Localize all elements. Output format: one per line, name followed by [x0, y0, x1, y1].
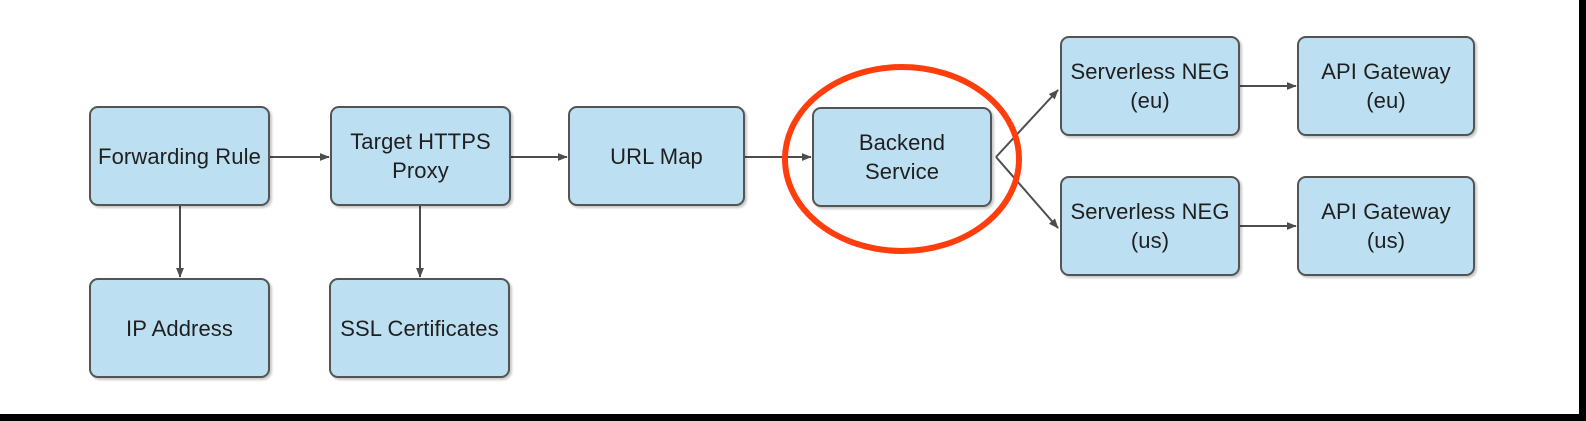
- node-ssl-certificates-label: SSL Certificates: [340, 315, 499, 341]
- node-api-gateway-us-label: API Gateway (us): [1321, 199, 1451, 253]
- window-right-edge: [1579, 0, 1586, 421]
- node-api-gateway-eu-label: API Gateway (eu): [1321, 59, 1451, 113]
- node-serverless-neg-us-label: Serverless NEG (us): [1070, 199, 1230, 253]
- edge-backend-service-to-serverless-neg-eu: [995, 89, 1059, 158]
- node-serverless-neg-us[interactable]: Serverless NEG (us): [1060, 176, 1240, 276]
- node-backend-service-label: Backend Service: [858, 130, 946, 184]
- edge-backend-service-to-serverless-neg-us: [995, 156, 1059, 229]
- node-forwarding-rule-label: Forwarding Rule: [98, 143, 261, 169]
- node-forwarding-rule[interactable]: Forwarding Rule: [89, 106, 270, 206]
- node-target-https-proxy[interactable]: Target HTTPS Proxy: [330, 106, 511, 206]
- node-backend-service[interactable]: Backend Service: [812, 107, 992, 207]
- node-ip-address-label: IP Address: [126, 315, 233, 341]
- node-ip-address[interactable]: IP Address: [89, 278, 270, 378]
- node-api-gateway-us[interactable]: API Gateway (us): [1297, 176, 1475, 276]
- node-ssl-certificates[interactable]: SSL Certificates: [329, 278, 510, 378]
- window-bottom-edge: [0, 414, 1586, 421]
- node-serverless-neg-eu[interactable]: Serverless NEG (eu): [1060, 36, 1240, 136]
- node-serverless-neg-eu-label: Serverless NEG (eu): [1070, 59, 1230, 113]
- node-api-gateway-eu[interactable]: API Gateway (eu): [1297, 36, 1475, 136]
- node-url-map-label: URL Map: [610, 143, 703, 169]
- node-url-map[interactable]: URL Map: [568, 106, 745, 206]
- node-target-https-proxy-label: Target HTTPS Proxy: [350, 129, 491, 183]
